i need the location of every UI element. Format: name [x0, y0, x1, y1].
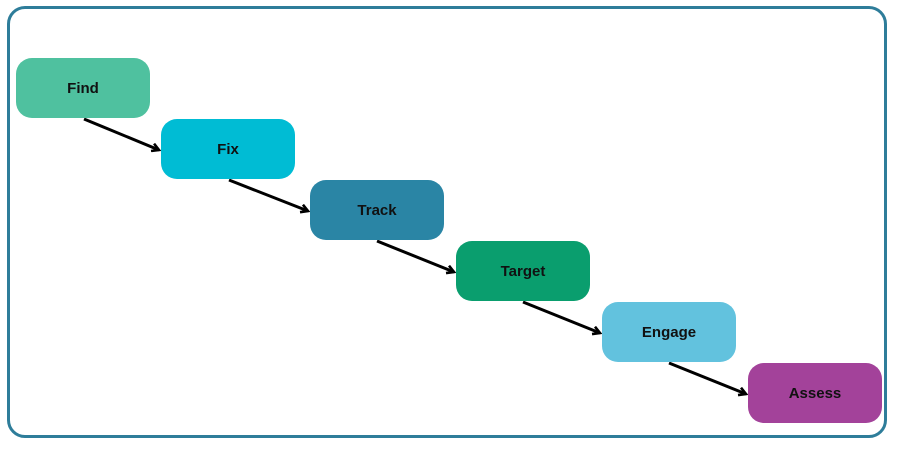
- step-engage: Engage: [602, 302, 736, 362]
- arrow-track-to-target: [376, 239, 454, 272]
- step-label: Target: [500, 262, 546, 280]
- step-target: Target: [456, 241, 590, 301]
- step-assess: Assess: [748, 363, 882, 423]
- step-find: Find: [16, 58, 150, 118]
- step-label: Assess: [788, 384, 842, 402]
- step-fix: Fix: [161, 119, 295, 179]
- arrow-find-to-fix: [83, 117, 159, 150]
- arrow-engage-to-assess: [668, 361, 746, 394]
- step-label: Track: [357, 201, 397, 219]
- step-label: Fix: [217, 140, 239, 158]
- step-track: Track: [310, 180, 444, 240]
- step-label: Find: [67, 79, 99, 97]
- arrow-target-to-engage: [522, 300, 600, 333]
- step-label: Engage: [641, 323, 697, 341]
- arrow-fix-to-track: [228, 178, 308, 211]
- diagram-frame: [7, 6, 887, 438]
